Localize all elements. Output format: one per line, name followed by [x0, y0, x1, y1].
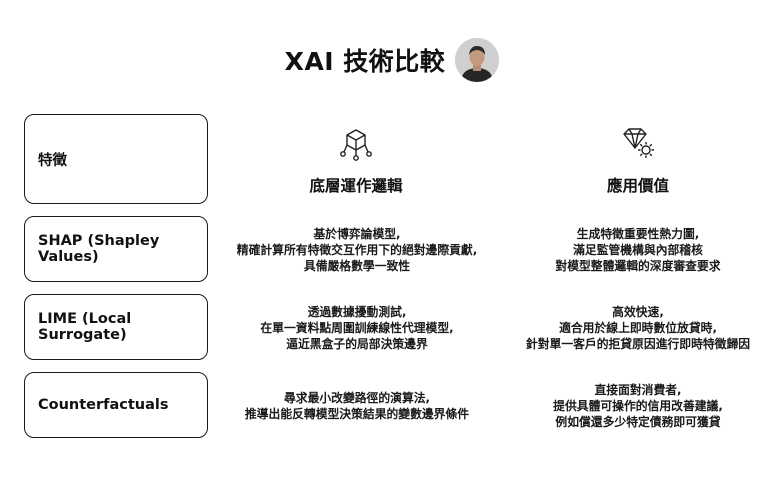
cell-line: 精確計算所有特徵交互作用下的絕對邊際貢獻,	[236, 243, 478, 257]
row-label-box-counterfactuals: Counterfactuals	[24, 372, 208, 438]
column-title-value: 應用價值	[606, 177, 669, 195]
cell-line: 具備嚴格數學一致性	[303, 259, 411, 273]
row-label-lime: LIME (Local Surrogate)	[38, 311, 132, 343]
avatar	[455, 38, 500, 82]
cell-line: 生成特徵重要性熱力圖,	[576, 227, 700, 241]
header-label: 特徵	[38, 152, 67, 169]
cell-counterfactuals-logic: 尋求最小改變路徑的演算法, 推導出能反轉模型決策結果的變數邊界條件	[207, 390, 507, 422]
cell-counterfactuals-value: 直接面對消費者, 提供具體可操作的信用改善建議, 例如償還多少特定債務即可獲貸	[488, 382, 784, 430]
title-row: XAI 技術比較	[0, 36, 784, 84]
cell-lime-logic: 透過數據擾動測試, 在單一資料點周圍訓練線性代理模型, 逼近黑盒子的局部決策邊界	[207, 304, 507, 352]
cell-line: 直接面對消費者,	[594, 383, 682, 397]
column-header-value: 應用價值	[518, 126, 758, 196]
cell-line: 高效快速,	[612, 305, 664, 319]
row-label-shap: SHAP (Shapley Values)	[38, 233, 160, 265]
cell-shap-logic: 基於博弈論模型, 精確計算所有特徵交互作用下的絕對邊際貢獻, 具備嚴格數學一致性	[207, 226, 507, 274]
cell-line: 透過數據擾動測試,	[307, 305, 407, 319]
cell-line: 在單一資料點周圍訓練線性代理模型,	[260, 321, 454, 335]
column-header-logic: 底層運作邏輯	[236, 126, 476, 196]
row-label-box-shap: SHAP (Shapley Values)	[24, 216, 208, 282]
cell-line: 針對單一客戶的拒貸原因進行即時特徵歸因	[525, 337, 751, 351]
cell-line: 基於博弈論模型,	[313, 227, 401, 241]
page-title: XAI 技術比較	[284, 47, 446, 76]
cell-line: 對模型整體邏輯的深度審查要求	[555, 259, 721, 273]
column-title-logic: 底層運作邏輯	[309, 177, 403, 195]
cell-line: 適合用於線上即時數位放貸時,	[559, 321, 717, 335]
row-label-counterfactuals: Counterfactuals	[38, 397, 169, 413]
cell-line: 例如償還多少特定債務即可獲貸	[555, 415, 721, 429]
gem-gear-icon	[623, 128, 654, 158]
cell-line: 推導出能反轉模型決策結果的變數邊界條件	[244, 407, 470, 421]
cell-line: 提供具體可操作的信用改善建議,	[553, 399, 723, 413]
cell-line: 滿足監管機構與內部稽核	[573, 243, 703, 257]
cell-line: 尋求最小改變路徑的演算法,	[283, 391, 431, 405]
cell-lime-value: 高效快速, 適合用於線上即時數位放貸時, 針對單一客戶的拒貸原因進行即時特徵歸因	[488, 304, 784, 352]
cell-line: 逼近黑盒子的局部決策邊界	[286, 337, 428, 351]
row-label-box-lime: LIME (Local Surrogate)	[24, 294, 208, 360]
header-label-box: 特徵	[24, 114, 208, 204]
cell-shap-value: 生成特徵重要性熱力圖, 滿足監管機構與內部稽核 對模型整體邏輯的深度審查要求	[488, 226, 784, 274]
cube-network-icon	[340, 129, 372, 161]
person-portrait-icon	[455, 38, 500, 82]
